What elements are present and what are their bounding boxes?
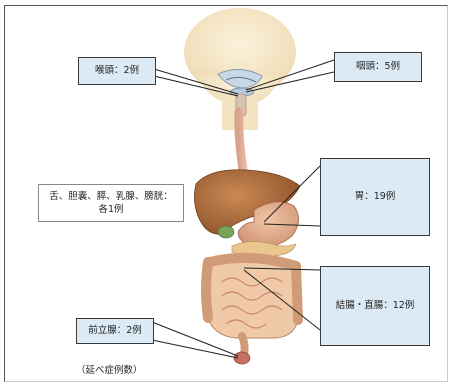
- pharynx-label-text: 咽頭：5例: [356, 61, 400, 74]
- stomach-label: 胃：19例: [320, 158, 430, 236]
- others-label-line1: 舌、胆嚢、膵、乳腺、膀胱：: [49, 190, 173, 203]
- colon-rectum-label-text: 結腸・直腸：12例: [336, 300, 415, 313]
- colon-rectum-label: 結腸・直腸：12例: [320, 266, 430, 346]
- prostate-label: 前立腺：2例: [76, 318, 154, 344]
- larynx-label: 喉頭：2例: [78, 57, 156, 85]
- others-label-line2: 各1例: [98, 203, 123, 216]
- gallbladder: [218, 226, 234, 238]
- rectum: [242, 336, 245, 354]
- others-label: 舌、胆嚢、膵、乳腺、膀胱： 各1例: [38, 184, 184, 222]
- prostate-label-text: 前立腺：2例: [88, 325, 142, 338]
- large-intestine: [206, 254, 298, 338]
- larynx-label-text: 喉頭：2例: [95, 65, 139, 78]
- footnote: （延べ症例数）: [76, 362, 143, 376]
- stomach-label-text: 胃：19例: [355, 191, 396, 204]
- pharynx-label: 咽頭：5例: [334, 52, 422, 82]
